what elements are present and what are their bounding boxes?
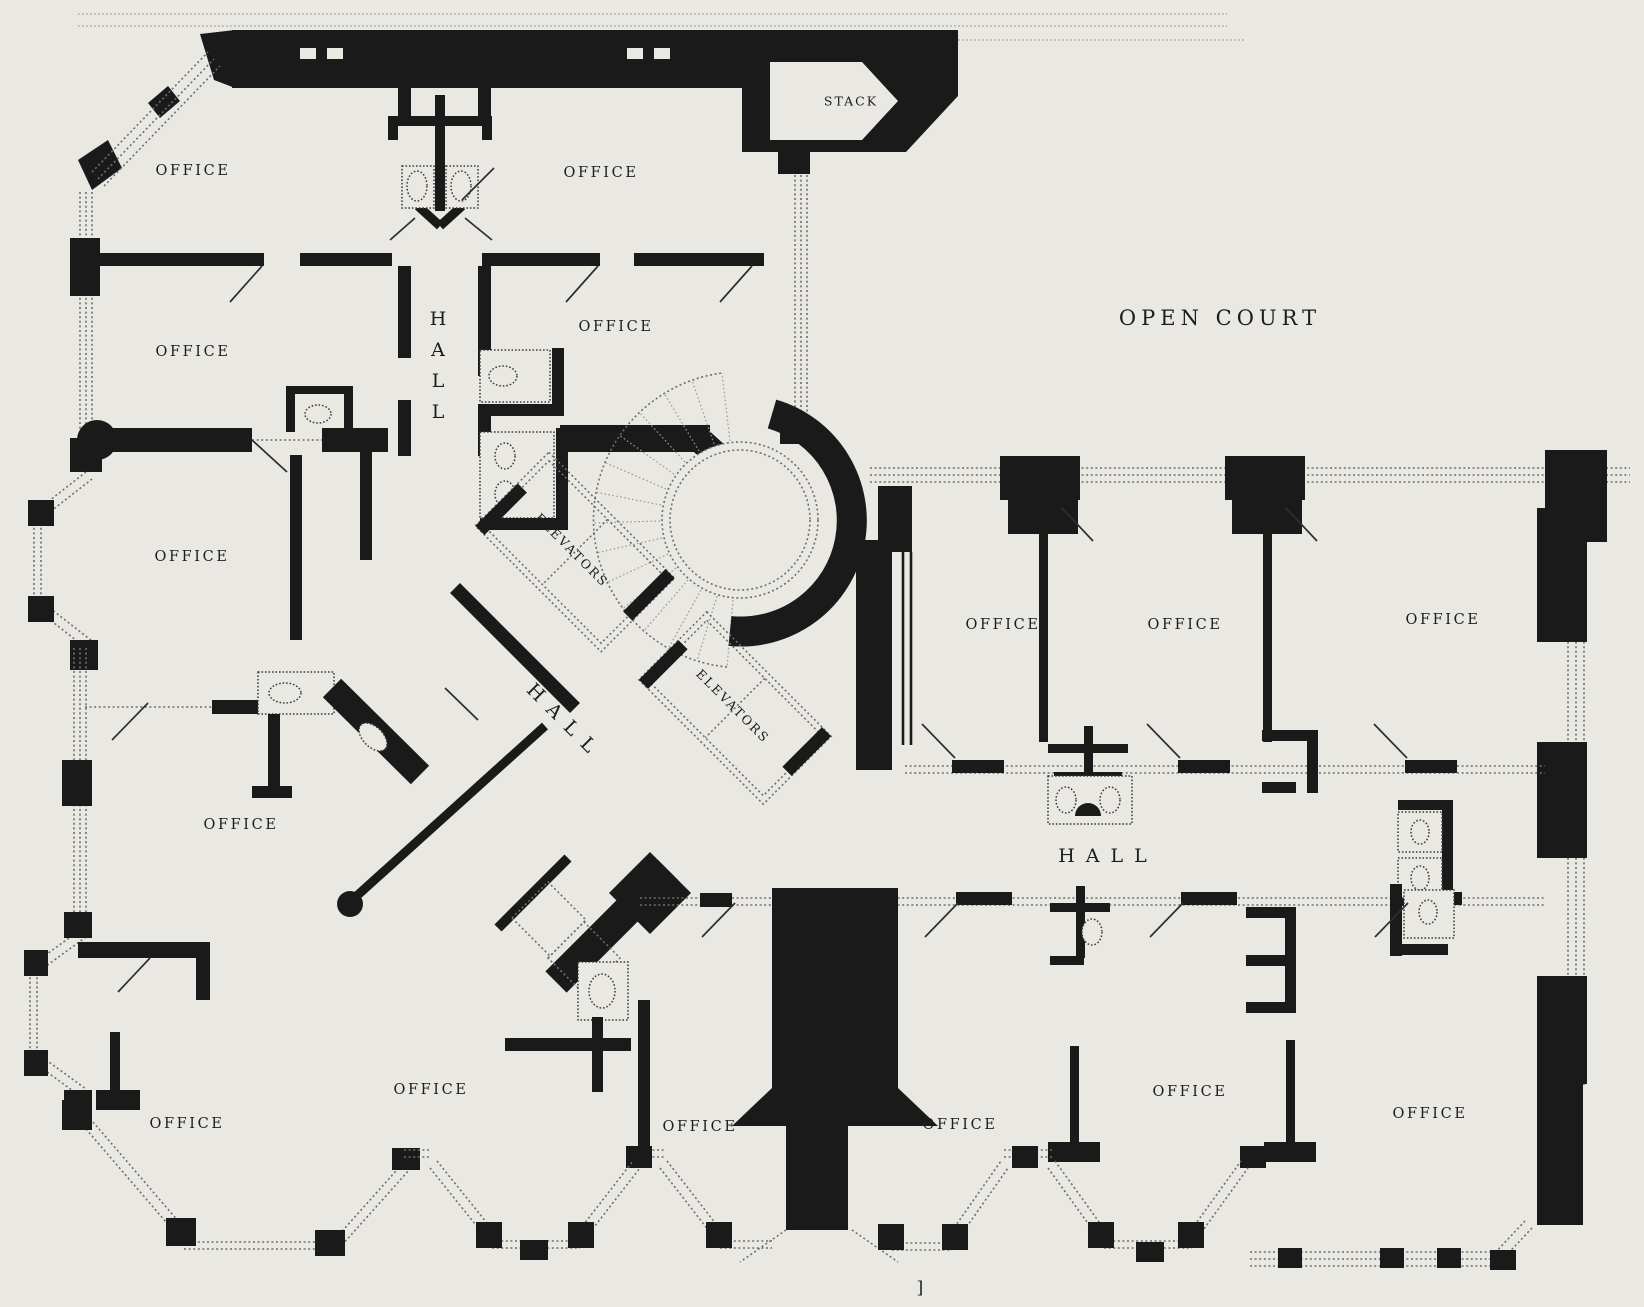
stack-label: STACK [823, 93, 879, 109]
core-corridor-walls [337, 552, 892, 917]
left-wing-lower-interior [78, 671, 430, 1110]
hall-label-right: HALL [1058, 845, 1158, 867]
room-label-office: OFFICE [578, 319, 654, 335]
elevators-label-1: ELEVATORS [532, 510, 612, 590]
room-label-office: OFFICE [155, 163, 231, 179]
elevator-room-1 [474, 451, 676, 653]
hall-label-diagonal: HALL [522, 679, 608, 765]
room-label-office: OFFICE [393, 1082, 469, 1098]
room-label-office: OFFICE [1152, 1084, 1228, 1100]
wc-cluster-center [494, 852, 691, 1092]
bay-window-bottom-4 [1047, 1160, 1249, 1262]
bay-window-bottom-1 [429, 1160, 641, 1260]
bay-window-bottom-2 [659, 1160, 787, 1263]
room-label-office: OFFICE [965, 617, 1041, 633]
room-label-office: OFFICE [203, 817, 279, 833]
room-label-office: OFFICE [922, 1117, 998, 1133]
room-label-office: OFFICE [149, 1116, 225, 1132]
walls-top-wing [78, 30, 958, 190]
stack-room [770, 62, 898, 140]
room-label-office: OFFICE [1147, 617, 1223, 633]
room-label-office: OFFICE [155, 344, 231, 360]
room-label-office: OFFICE [154, 549, 230, 565]
hall-label-vertical: HALL [427, 308, 449, 432]
right-wing-interior [640, 486, 1587, 1230]
bay-window-bottom-3 [851, 1160, 1009, 1263]
bay-window-left-1 [28, 471, 98, 670]
partition-bottom-center [638, 1000, 650, 1150]
door-swings [111, 167, 1409, 993]
left-edge-bays [24, 192, 420, 1256]
wc-cluster-top-hall [388, 95, 492, 230]
spiral-stair [591, 372, 892, 668]
bay-window-sw-corner [62, 1100, 420, 1256]
room-label-office: OFFICE [1392, 1106, 1468, 1122]
room-label-office: OFFICE [1405, 612, 1481, 628]
bottom-edge [404, 1146, 1533, 1270]
page-mark: ] [916, 1278, 924, 1298]
chimney-mass [732, 888, 938, 1230]
elevator-room-2 [637, 610, 833, 806]
room-label-office: OFFICE [563, 165, 639, 181]
wc-cluster-right-hall [1047, 726, 1133, 825]
elevators-label-2: ELEVATORS [693, 666, 773, 746]
se-corner [1250, 1220, 1533, 1270]
open-court-label: OPEN COURT [1118, 306, 1322, 330]
top-boundary-lines [78, 13, 1245, 41]
walls-top-wing-interior [77, 88, 781, 640]
room-label-office: OFFICE [662, 1119, 738, 1135]
wc-cluster-bottom-row [1050, 884, 1455, 1013]
